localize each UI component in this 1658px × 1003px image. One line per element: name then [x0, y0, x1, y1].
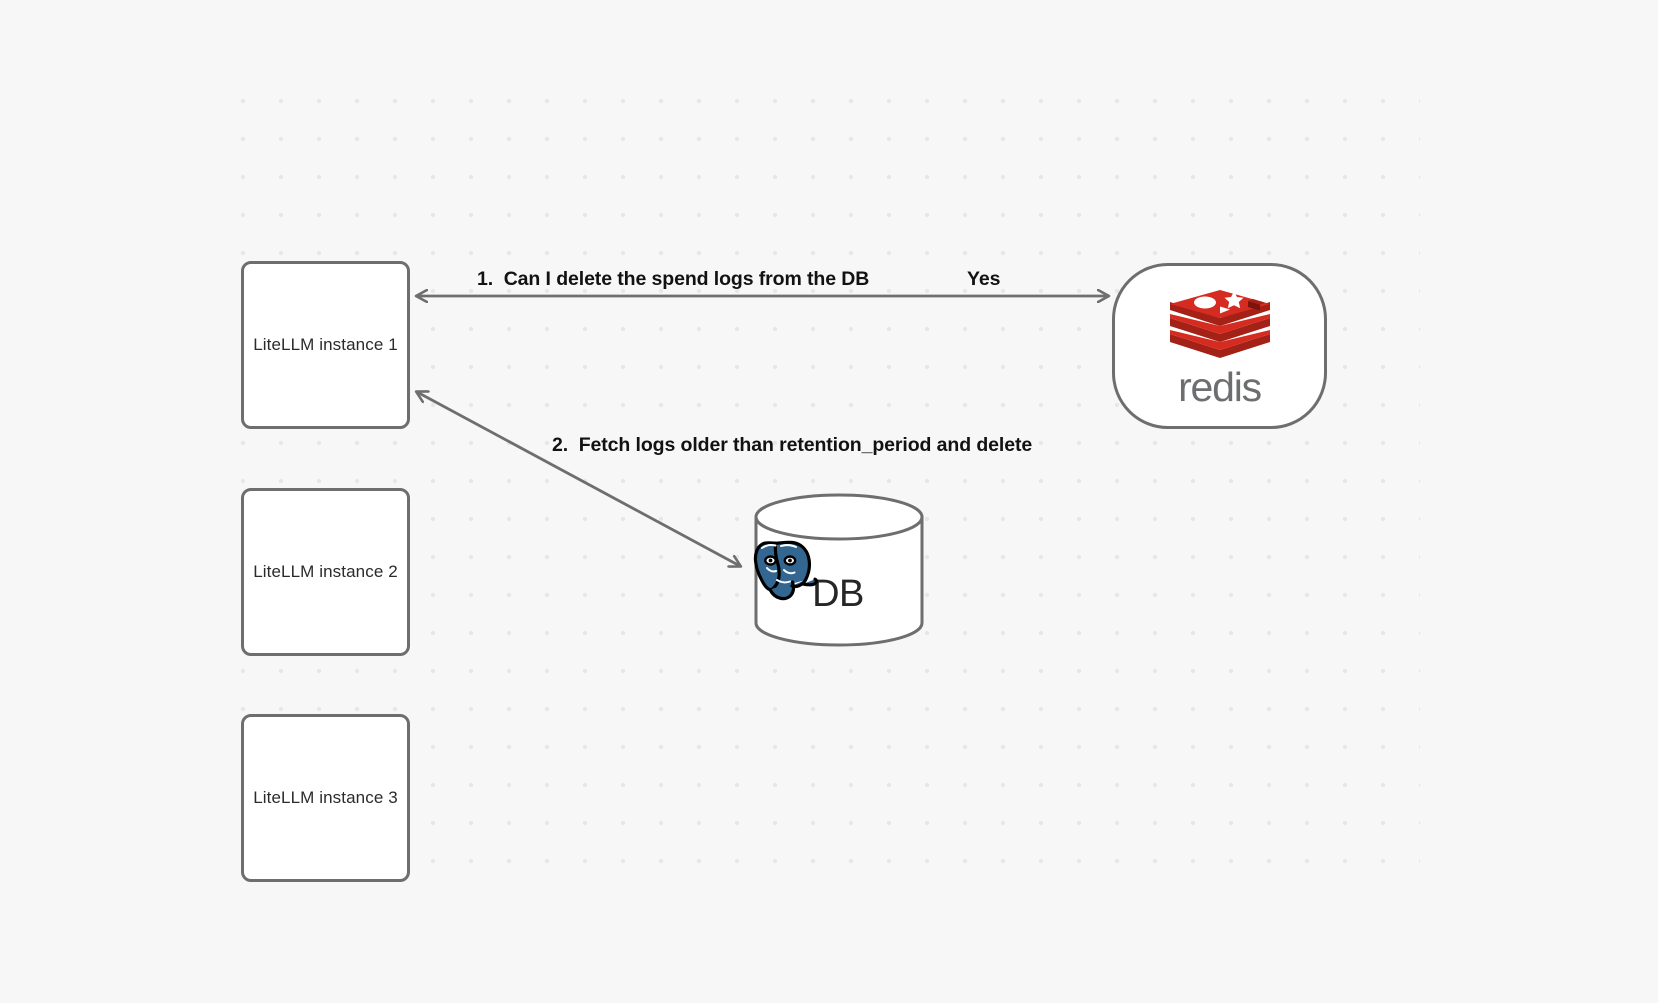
- redis-logo-icon: [1166, 288, 1274, 365]
- redis-wordmark: redis: [1178, 364, 1262, 410]
- node-litellm-instance-1-label: LiteLLM instance 1: [253, 335, 398, 354]
- node-litellm-instance-2[interactable]: LiteLLM instance 2: [241, 488, 410, 656]
- edge-label-1: 1. Can I delete the spend logs from the …: [477, 268, 870, 290]
- node-litellm-instance-3-label: LiteLLM instance 3: [253, 788, 398, 807]
- edge-label-2: 2. Fetch logs older than retention_perio…: [552, 434, 1033, 456]
- node-redis[interactable]: redis: [1112, 263, 1327, 429]
- db-label: DB: [812, 573, 864, 615]
- node-db[interactable]: DB: [753, 492, 925, 648]
- node-litellm-instance-3[interactable]: LiteLLM instance 3: [241, 714, 410, 882]
- node-litellm-instance-2-label: LiteLLM instance 2: [253, 562, 398, 581]
- edge-label-1-response: Yes: [967, 268, 1001, 290]
- edge-litellm1-db: [417, 392, 740, 566]
- node-litellm-instance-1[interactable]: LiteLLM instance 1: [241, 261, 410, 429]
